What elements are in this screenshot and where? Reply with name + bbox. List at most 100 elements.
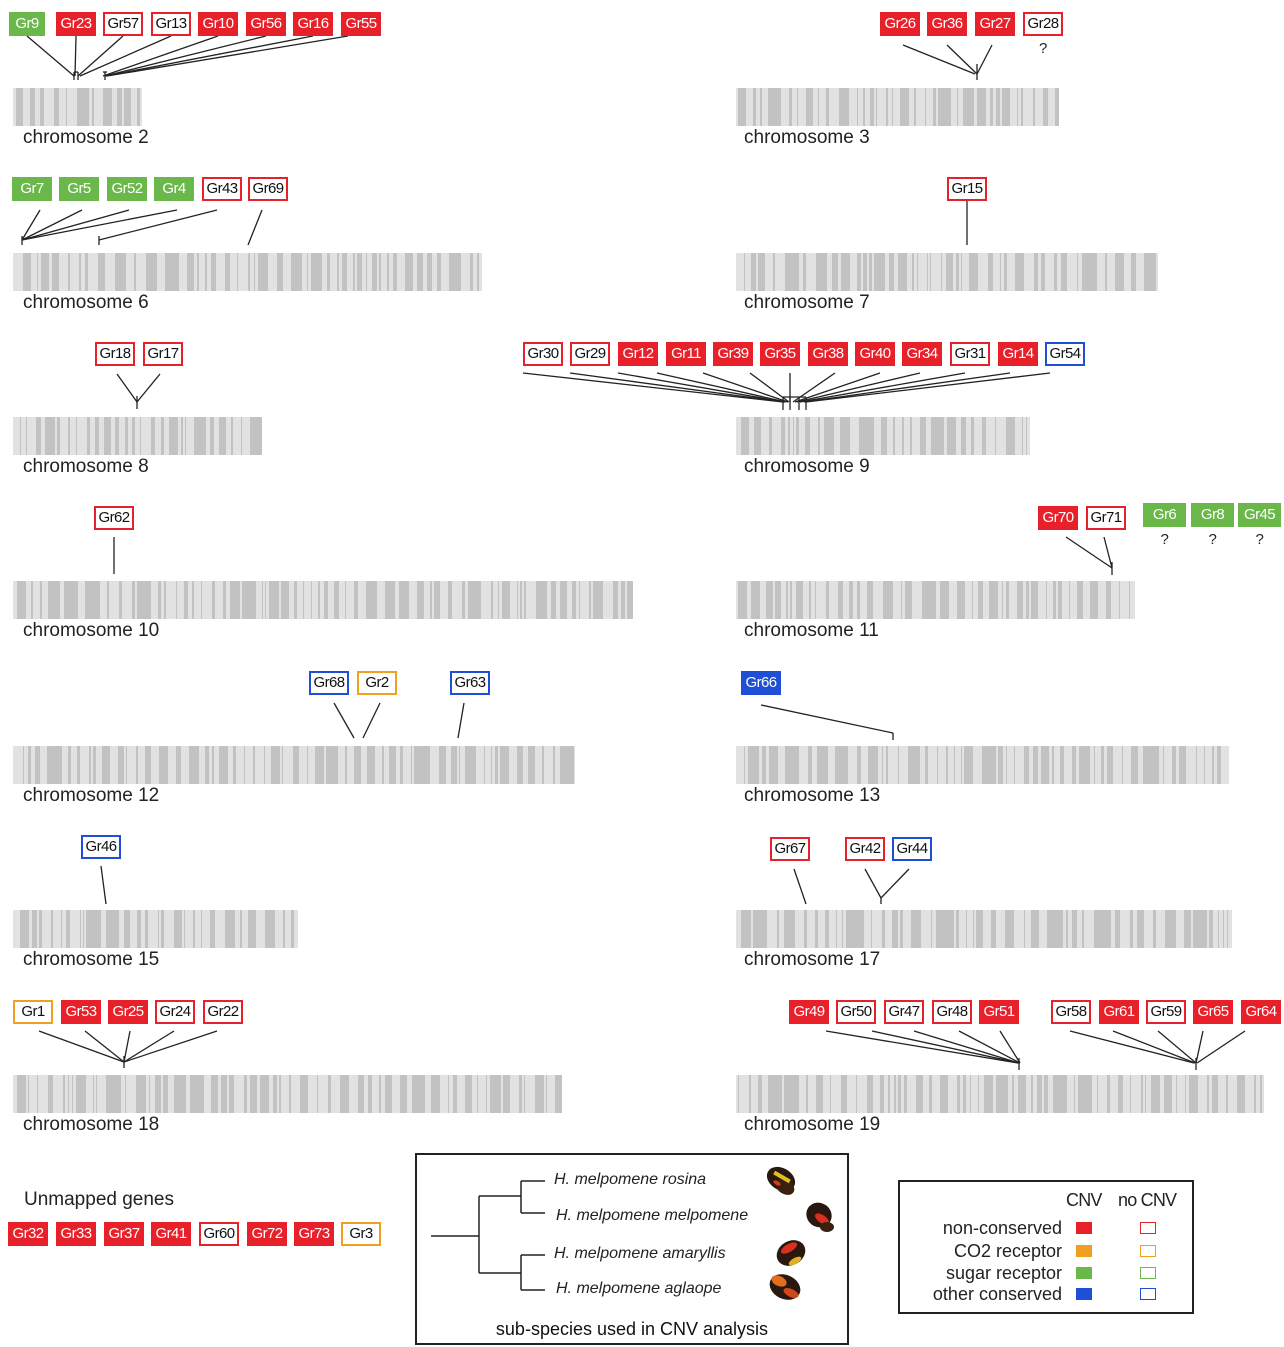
chromosome-band (804, 910, 807, 948)
gene-connector-line (617, 372, 786, 403)
chromosome-band (536, 581, 547, 619)
chromosome-band (989, 581, 998, 619)
chromosome-band (212, 581, 215, 619)
chromosome-band (824, 417, 834, 455)
chromosome-band (1060, 746, 1064, 784)
chromosome-band (184, 581, 188, 619)
chromosome-band (61, 910, 62, 948)
chromosome-band (1122, 746, 1123, 784)
chromosome-band (106, 910, 119, 948)
chromosome-band (48, 1075, 53, 1113)
chromosome-band (978, 1075, 979, 1113)
gene-gr64: Gr64 (1241, 1000, 1281, 1024)
chromosome-band (996, 88, 1000, 126)
chromosome-band (889, 253, 894, 291)
gene-gr30: Gr30 (523, 342, 563, 366)
gene-gr67: Gr67 (770, 837, 810, 861)
gene-gr22: Gr22 (203, 1000, 243, 1024)
gene-gr26: Gr26 (880, 12, 920, 36)
gene-gr32: Gr32 (8, 1222, 48, 1246)
chromosome-band (869, 253, 872, 291)
chromosome-band (221, 1075, 227, 1113)
chromosome-band (841, 1075, 847, 1113)
chromosome-band (1090, 581, 1098, 619)
chromosome-band (244, 746, 245, 784)
chromosome-band (883, 581, 893, 619)
chromosome-band (911, 910, 921, 948)
chromosome-band (219, 746, 228, 784)
chromosome-band (966, 910, 967, 948)
chromosome-band (1055, 88, 1059, 126)
gene-gr45: Gr45 (1238, 503, 1281, 527)
gene-connector-line (1195, 1030, 1204, 1064)
legend-swatch-cnv (1076, 1245, 1092, 1257)
gene-connector-line (457, 702, 465, 739)
chromosome-bar-c18 (13, 1075, 562, 1113)
chromosome-band (132, 417, 135, 455)
chromosome-band (241, 417, 242, 455)
chromosome-band (30, 88, 35, 126)
chromosome-band (77, 746, 80, 784)
gene-gr3: Gr3 (341, 1222, 381, 1246)
chromosome-band (76, 1075, 86, 1113)
gene-gr12: Gr12 (618, 342, 658, 366)
chromosome-band (1119, 581, 1120, 619)
chromosome-band (500, 746, 509, 784)
chromosome-band (145, 910, 148, 948)
chromosome-band (931, 417, 944, 455)
chromosome-band (520, 581, 522, 619)
unknown-position-mark: ? (1160, 531, 1169, 548)
chromosome-band (553, 746, 555, 784)
chromosome-band (1026, 581, 1029, 619)
chromosome-band (995, 417, 996, 455)
gene-connector-line (79, 35, 172, 77)
chromosome-band (223, 581, 226, 619)
chromosome-band (524, 1075, 525, 1113)
chromosome-band (1002, 581, 1003, 619)
chromosome-band (201, 581, 202, 619)
chromosome-band (291, 253, 302, 291)
gene-gr46: Gr46 (81, 835, 121, 859)
chromosome-band (941, 253, 942, 291)
chromosome-band (253, 746, 255, 784)
chromosome-band (48, 581, 60, 619)
chromosome-band (51, 910, 53, 948)
chromosome-band (1017, 88, 1018, 126)
chromosome-band (193, 910, 195, 948)
chromosome-band (311, 253, 322, 291)
chromosome-band (462, 581, 465, 619)
chromosome-band (340, 1075, 349, 1113)
chromosome-band (449, 253, 461, 291)
gene-connector-line (760, 704, 894, 734)
gene-connector-line (946, 44, 978, 75)
gene-gr40: Gr40 (855, 342, 895, 366)
chromosome-band (318, 581, 320, 619)
chromosome-band (1031, 910, 1039, 948)
chromosome-band (225, 253, 230, 291)
chromosome-band (159, 746, 168, 784)
chromosome-band (1082, 910, 1084, 948)
chromosome-band (1041, 746, 1049, 784)
chromosome-band (137, 88, 140, 126)
gene-connector-line (1112, 1030, 1196, 1064)
chromosome-band (41, 253, 49, 291)
chromosome-band (437, 253, 441, 291)
gene-connector-line (21, 209, 41, 241)
chromosome-band (1179, 746, 1186, 784)
gene-connector-line (1103, 536, 1113, 569)
chromosome-band (40, 88, 44, 126)
chromosome-band (124, 88, 131, 126)
chromosome-band (85, 253, 88, 291)
chromosome-band (293, 746, 299, 784)
chromosome-band (431, 1075, 440, 1113)
chromosome-band (815, 910, 818, 948)
chromosome-band (1043, 88, 1048, 126)
chromosome-band (874, 253, 885, 291)
chromosome-band (434, 581, 440, 619)
chromosome-band (389, 746, 396, 784)
gene-connector-line (958, 1030, 1021, 1064)
chromosome-band (124, 910, 130, 948)
chromosome-band (265, 581, 266, 619)
chromosome-band (1026, 417, 1027, 455)
